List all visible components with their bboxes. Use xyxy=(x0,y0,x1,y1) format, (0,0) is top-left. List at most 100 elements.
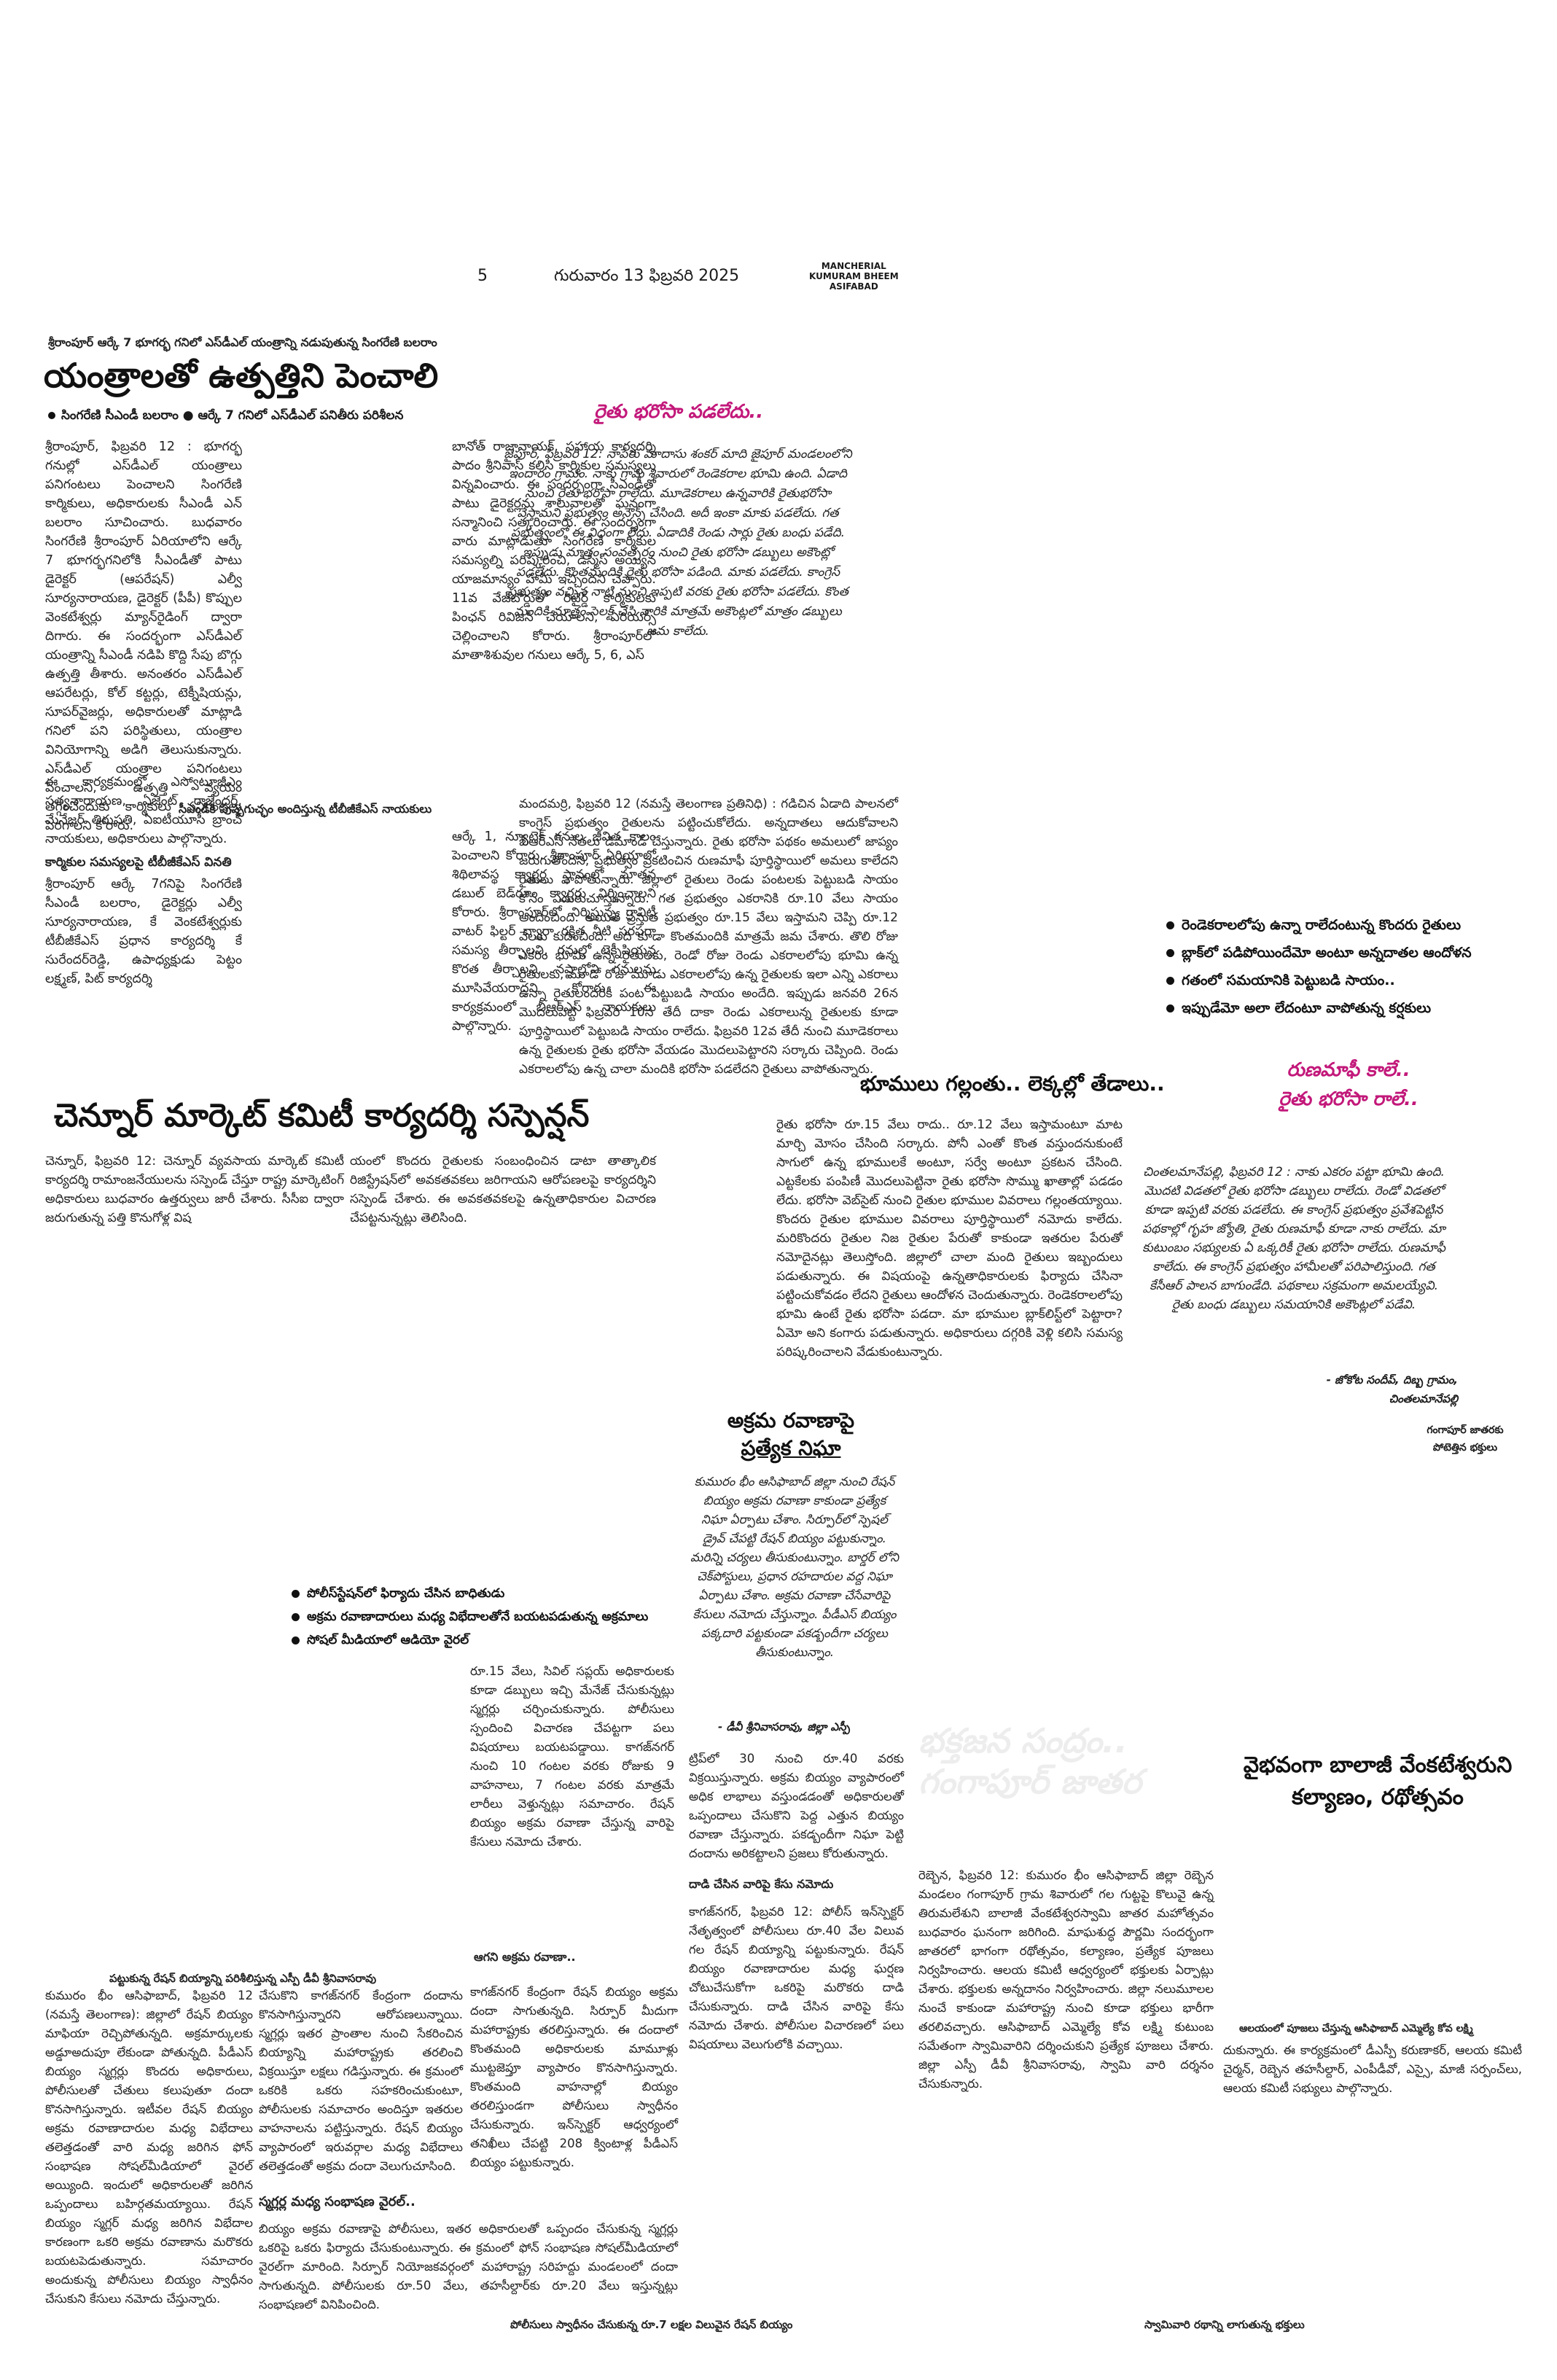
story9-photo-caption: ఆలయంలో పూజలు చేస్తున్న ఆసిఫాబాద్ ఎమ్మెల్… xyxy=(1239,2023,1473,2034)
story8-photo-bottom-caption: పోలీసులు స్వాధీనం చేసుకున్న రూ.7 లక్షల వ… xyxy=(510,2318,793,2331)
story8-col-d-text: బియ్యం అక్రమ రవాణాపై పోలీసులు, ఇతర అధికా… xyxy=(259,2222,678,2311)
right-bullets: రెండెకరాలలోపు ఉన్నా రాలేదంటున్న కొందరు ర… xyxy=(1166,911,1545,1022)
story9-body2: దుకున్నారు. ఈ కార్యక్రమంలో డీఎస్పీ కరుణా… xyxy=(1223,2041,1522,2102)
story7-headline-2: ప్రత్యేక నిఘా xyxy=(741,1436,841,1460)
story9-body: రెబ్బెన, ఫిబ్రవరి 12: కుమురం భీం ఆసిఫాబా… xyxy=(918,1866,1214,2098)
story6-label-2: రైతు భరోసా రాలే.. xyxy=(1279,1088,1419,1110)
bullet-text: గతంలో సమయానికి పెట్టుబడి సాయం.. xyxy=(1182,972,1395,988)
story8-col-e: ట్రిప్‌లో 30 నుంచి రూ.40 వరకు విక్రయిస్త… xyxy=(689,1749,904,1868)
story7-headline: అక్రమ రవాణాపై ప్రత్యేక నిఘా xyxy=(696,1407,886,1462)
bullet-dot-icon xyxy=(292,1589,300,1598)
story1-deck-text: సింగరేణి సీఎండీ బలరాం ● ఆర్కే 7 గనిలో ఎస… xyxy=(61,408,404,423)
story2-col2: యంలో కొందరు రైతులకు సంబంధించిన డాటా తాత్… xyxy=(350,1152,656,1232)
story8-col-mid-text: రూ.15 వేలు, సివిల్ సప్లయ్ అధికారులకు కూడ… xyxy=(470,1664,674,1849)
story9-watermark-2: గంగాపూర్ జాతర xyxy=(918,1762,1142,1801)
story1-kicker: శ్రీరాంపూర్ ఆర్కే 7 భూగర్భ గనిలో ఎస్‌డీఎ… xyxy=(48,335,437,349)
story8-subhead-2: స్మగ్లర్ల మధ్య సంభాషణ వైరల్.. xyxy=(259,2194,415,2209)
story8-col-a: కుమురం భీం ఆసిఫాబాద్, ఫిబ్రవరి 12 (నమస్త… xyxy=(45,1986,253,2313)
story2-col1: చెన్నూర్, ఫిబ్రవరి 12: చెన్నూర్ వ్యవసాయ … xyxy=(45,1152,344,1232)
story6-body-text: చింతలమానేపల్లి, ఫిబ్రవరి 12 : నాకు ఎకరం … xyxy=(1142,1165,1445,1312)
story9-body2-text: దుకున్నారు. ఈ కార్యక్రమంలో డీఎస్పీ కరుణా… xyxy=(1223,2043,1522,2095)
story1-col1-cont-text: ఈ కార్యక్రమంలో ఎస్వోటూజీఎం సత్యనారాయణ, ఏ… xyxy=(45,775,242,846)
story8-col-d: బియ్యం అక్రమ రవాణాపై పోలీసులు, ఇతర అధికా… xyxy=(259,2220,678,2319)
story4-body-text: మందమర్రి, ఫిబ్రవరి 12 (నమస్తే తెలంగాణ ప్… xyxy=(519,797,898,1077)
bullet-item: బ్లాక్‌లో పడిపోయిందేమో అంటూ అన్నదాతల ఆంద… xyxy=(1166,939,1545,967)
story6-label-1: రుణమాఫీ కాలే.. xyxy=(1287,1059,1410,1081)
story8-col-f-text: కాగజ్‌నగర్, ఫిబ్రవరి 12: పోలీస్ ఇన్‌స్పె… xyxy=(689,1905,904,2051)
story9-headline-1: వైభవంగా బాలాజీ వేంకటేశ్వరుని xyxy=(1243,1752,1513,1778)
bullet-text: అక్రమ రవాణాదారులు మధ్య విభేదాలతోనే బయటపడ… xyxy=(307,1610,649,1624)
edition-label: MANCHERIAL KUMURAM BHEEM ASIFABAD xyxy=(809,261,899,292)
bullet-item: పోలీస్‌స్టేషన్‌లో ఫిర్యాదు చేసిన బాధితుడ… xyxy=(292,1582,671,1605)
bullet-dot-icon xyxy=(1166,949,1174,957)
story6-label: రుణమాఫీ కాలే.. రైతు భరోసా రాలే.. xyxy=(1195,1056,1502,1114)
date-line: గురువారం 13 ఫిబ్రవరి 2025 xyxy=(554,267,740,285)
story8-col-f: కాగజ్‌నగర్, ఫిబ్రవరి 12: పోలీస్ ఇన్‌స్పె… xyxy=(689,1903,904,2059)
story6-byline-name: - జోకోట సందీప్, దిబ్బ గ్రామం, xyxy=(1326,1373,1458,1386)
story1-subhead: కార్మికుల సమస్యలపై టీబీజీకేఎస్ వినతి xyxy=(45,855,232,870)
story1-photo xyxy=(248,437,445,729)
bullet-text: బ్లాక్‌లో పడిపోయిందేమో అంటూ అన్నదాతల ఆంద… xyxy=(1182,945,1472,961)
bullet-item: అక్రమ రవాణాదారులు మధ్య విభేదాలతోనే బయటపడ… xyxy=(292,1605,671,1628)
bullet-text: రెండెకరాలలోపు ఉన్నా రాలేదంటున్న కొందరు ర… xyxy=(1182,917,1462,933)
story1-photo2-caption: సీఎండీకి పుష్పగుచ్ఛం అందిస్తున్న టీబీజీక… xyxy=(179,802,432,816)
story5-headline: భూములు గల్లంతు.. లెక్కల్లో తేడాలు.. xyxy=(860,1072,1165,1096)
story9-headline: వైభవంగా బాలాజీ వేంకటేశ్వరుని కల్యాణం, రథ… xyxy=(1232,1749,1523,1814)
story9-watermark: భక్తజన సంద్రం.. గంగాపూర్ జాతర xyxy=(918,1720,1210,1802)
story8-col-b: చేసుకొని కాగజ్‌నగర్ కేంద్రంగా దందాను కొన… xyxy=(259,1986,463,2180)
photo-placeholder-icon xyxy=(248,437,445,729)
story1-col2-text: బానోత్ రాజానాయక్, సహాయ కార్యదర్శి పాదం శ… xyxy=(452,440,656,663)
story8-col-mid: రూ.15 వేలు, సివిల్ సప్లయ్ అధికారులకు కూడ… xyxy=(470,1662,674,1856)
bullet-text: పోలీస్‌స్టేషన్‌లో ఫిర్యాదు చేసిన బాధితుడ… xyxy=(307,1586,505,1601)
story1-col1-text: శ్రీరాంపూర్, ఫిబ్రవరి 12 : భూగర్భ గనుల్ల… xyxy=(45,440,242,833)
story8-subhead-3: దాడి చేసిన వారిపై కేసు నమోదు xyxy=(689,1877,834,1891)
story9-watermark-1: భక్తజన సంద్రం.. xyxy=(918,1721,1128,1760)
page-number: 5 xyxy=(477,267,488,285)
bullet-dot-icon xyxy=(1166,921,1174,929)
story5-body: రైతు భరోసా రూ.15 వేలు రాదు.. రూ.12 వేలు … xyxy=(776,1115,1123,1366)
story8-col-b-text: చేసుకొని కాగజ్‌నగర్ కేంద్రంగా దందాను కొన… xyxy=(259,1989,463,2173)
edition-line-1: MANCHERIAL xyxy=(821,261,886,271)
edition-line-3: ASIFABAD xyxy=(829,281,878,292)
story9-bottom-caption: స్వామివారి రథాన్ని లాగుతున్న భక్తులు xyxy=(1144,2318,1305,2331)
story6-byline-place: చింతలమానేపల్లి xyxy=(1389,1392,1458,1405)
story7-headline-1: అక్రమ రవాణాపై xyxy=(727,1408,855,1432)
bullet-dot-icon xyxy=(1166,977,1174,985)
story3-body: జైపూర్, ఫిబ్రవరి 12: నాపేరు మాదాసు శంకర్… xyxy=(503,445,853,646)
bullet-text: సోషల్ మీడియాలో ఆడియో వైరల్ xyxy=(307,1633,469,1647)
story2-col2-text: యంలో కొందరు రైతులకు సంబంధించిన డాటా తాత్… xyxy=(350,1154,656,1225)
story6-body: చింతలమానేపల్లి, ఫిబ్రవరి 12 : నాకు ఎకరం … xyxy=(1137,1163,1451,1319)
story4-body: మందమర్రి, ఫిబ్రవరి 12 (నమస్తే తెలంగాణ ప్… xyxy=(519,795,898,1083)
story5-body-text: రైతు భరోసా రూ.15 వేలు రాదు.. రూ.12 వేలు … xyxy=(776,1117,1123,1359)
story1-col2-cont: ఆర్కే 1, న్యూటెక్ గనుల జీవిత కాలం పెంచాల… xyxy=(452,827,656,1040)
story9-headline-2: కల్యాణం, రథోత్సవం xyxy=(1292,1784,1464,1810)
story2-headline: చెన్నూర్ మార్కెట్ కమిటీ కార్యదర్శి సస్పె… xyxy=(54,1097,590,1134)
story1-headline: యంత్రాలతో ఉత్పత్తిని పెంచాలి xyxy=(44,356,439,395)
bullet-text: ఇప్పుడేమో అలా లేదంటూ వాపోతున్న కర్షకులు xyxy=(1182,1000,1432,1016)
story7-byline: - డీవీ శ్రీనివాసరావు, జిల్లా ఎస్పీ xyxy=(718,1720,850,1733)
bullet-item: గతంలో సమయానికి పెట్టుబడి సాయం.. xyxy=(1166,967,1545,994)
story7-body: కుమురం భీం ఆసిఫాబాద్ జిల్లా నుంచి రేషన్ … xyxy=(689,1472,900,1666)
story8-col-e-text: ట్రిప్‌లో 30 నుంచి రూ.40 వరకు విక్రయిస్త… xyxy=(689,1752,904,1860)
bullet-item: రెండెకరాలలోపు ఉన్నా రాలేదంటున్న కొందరు ర… xyxy=(1166,911,1545,939)
story1-col2: బానోత్ రాజానాయక్, సహాయ కార్యదర్శి పాదం శ… xyxy=(452,437,656,669)
story8-col-c: కాగజ్‌నగర్ కేంద్రంగా రేషన్ బియ్యం అక్రమ … xyxy=(470,1983,678,2177)
story8-photo-caption: పట్టుకున్న రేషన్ బియ్యాన్ని పరిశీలిస్తున… xyxy=(109,1972,377,1985)
story8-subhead-1: ఆగని అక్రమ రవాణా.. xyxy=(474,1950,576,1964)
story8-bullets: పోలీస్‌స్టేషన్‌లో ఫిర్యాదు చేసిన బాధితుడ… xyxy=(292,1582,671,1652)
bullet-dot-icon xyxy=(292,1612,300,1621)
story1-deck: సింగరేణి సీఎండీ బలరాం ● ఆర్కే 7 గనిలో ఎస… xyxy=(48,408,403,426)
story2-col1-text: చెన్నూర్, ఫిబ్రవరి 12: చెన్నూర్ వ్యవసాయ … xyxy=(45,1154,344,1225)
story8-col-c-text: కాగజ్‌నగర్ కేంద్రంగా రేషన్ బియ్యం అక్రమ … xyxy=(470,1985,678,2169)
bullet-dot-icon xyxy=(1166,1004,1174,1013)
story1-col2-cont-text: ఆర్కే 1, న్యూటెక్ గనుల జీవిత కాలం పెంచాల… xyxy=(452,830,656,1034)
story9-caption: గంగాపూర్ జాతరకు పోటెత్తిన భక్తులు xyxy=(1427,1424,1504,1454)
story1-col1-cont: ఈ కార్యక్రమంలో ఎస్వోటూజీఎం సత్యనారాయణ, ఏ… xyxy=(45,773,242,993)
story1-col1: శ్రీరాంపూర్, ఫిబ్రవరి 12 : భూగర్భ గనుల్ల… xyxy=(45,437,242,840)
bullet-dot-icon xyxy=(292,1636,300,1644)
story3-label: రైతు భరోసా పడలేదు.. xyxy=(594,401,764,423)
story1-col1-cont2-text: శ్రీరాంపూర్ ఆర్కే 7గనిపై సింగరేణి సీఎండీ… xyxy=(45,877,242,986)
story8-col-a-text: కుమురం భీం ఆసిఫాబాద్, ఫిబ్రవరి 12 (నమస్త… xyxy=(45,1989,253,2306)
story9-body-text: రెబ్బెన, ఫిబ్రవరి 12: కుమురం భీం ఆసిఫాబా… xyxy=(918,1868,1214,2091)
edition-line-2: KUMURAM BHEEM xyxy=(809,271,899,281)
